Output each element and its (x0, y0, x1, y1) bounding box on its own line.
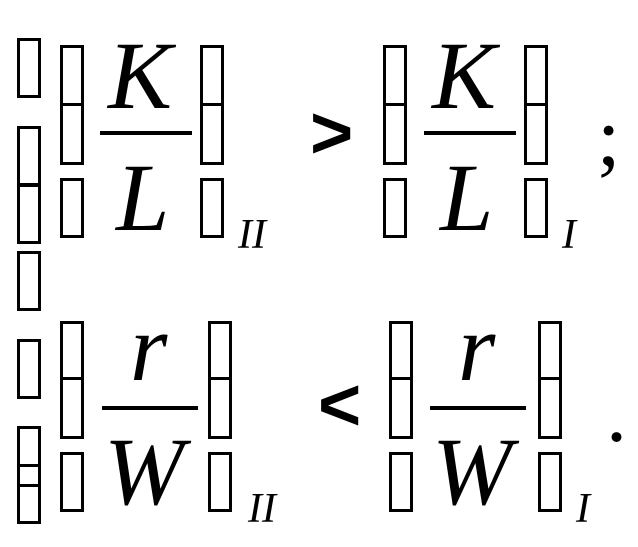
right-paren-glyph-box (200, 103, 224, 165)
left-paren-glyph-box (389, 377, 413, 439)
numerator-r: r (458, 294, 496, 401)
left-paren-glyph-box (383, 103, 407, 165)
right-paren-glyph-box (200, 178, 224, 238)
fraction-bar (424, 131, 516, 135)
numerator-k: K (432, 22, 497, 129)
fraction-bar (100, 131, 192, 135)
period: . (606, 367, 627, 460)
left-paren-glyph-box (389, 321, 413, 383)
subscript-i: I (562, 212, 576, 258)
left-paren-glyph-box (383, 178, 407, 238)
left-paren-glyph-box (60, 452, 84, 512)
right-paren-glyph-box (538, 321, 562, 383)
denominator-l: L (116, 144, 170, 251)
less-than-sign: < (318, 363, 362, 446)
left-paren-glyph-box (60, 377, 84, 439)
subscript-i: I (576, 486, 590, 532)
subscript-ii: II (248, 486, 276, 532)
right-paren-glyph-box (524, 45, 548, 107)
left-paren-glyph-box (383, 45, 407, 107)
left-paren-glyph-box (60, 178, 84, 238)
numerator-r: r (130, 294, 168, 401)
right-paren-glyph-box (200, 45, 224, 107)
right-paren-glyph-box (524, 178, 548, 238)
subscript-ii: II (238, 212, 266, 258)
right-paren-glyph-box (208, 452, 232, 512)
right-paren-glyph-box (538, 377, 562, 439)
right-paren-glyph-box (524, 103, 548, 165)
missing-glyph-box (17, 38, 41, 98)
fraction-bar (102, 406, 198, 410)
missing-glyph-box (17, 426, 41, 468)
missing-glyph-box (17, 184, 41, 244)
semicolon: ; (597, 91, 621, 184)
right-paren-glyph-box (538, 452, 562, 512)
left-paren-glyph-box (60, 103, 84, 165)
right-paren-glyph-box (208, 321, 232, 383)
denominator-w: W (432, 418, 512, 525)
missing-glyph-box (17, 251, 41, 311)
missing-glyph-box (17, 339, 41, 399)
denominator-l: L (440, 144, 494, 251)
right-paren-glyph-box (208, 377, 232, 439)
missing-glyph-box (17, 484, 41, 524)
left-paren-glyph-box (60, 321, 84, 383)
missing-glyph-box (17, 126, 41, 186)
numerator-k: K (108, 22, 173, 129)
fraction-bar (430, 406, 526, 410)
left-paren-glyph-box (60, 45, 84, 107)
greater-than-sign: > (310, 91, 354, 174)
left-paren-glyph-box (389, 452, 413, 512)
denominator-w: W (104, 418, 184, 525)
